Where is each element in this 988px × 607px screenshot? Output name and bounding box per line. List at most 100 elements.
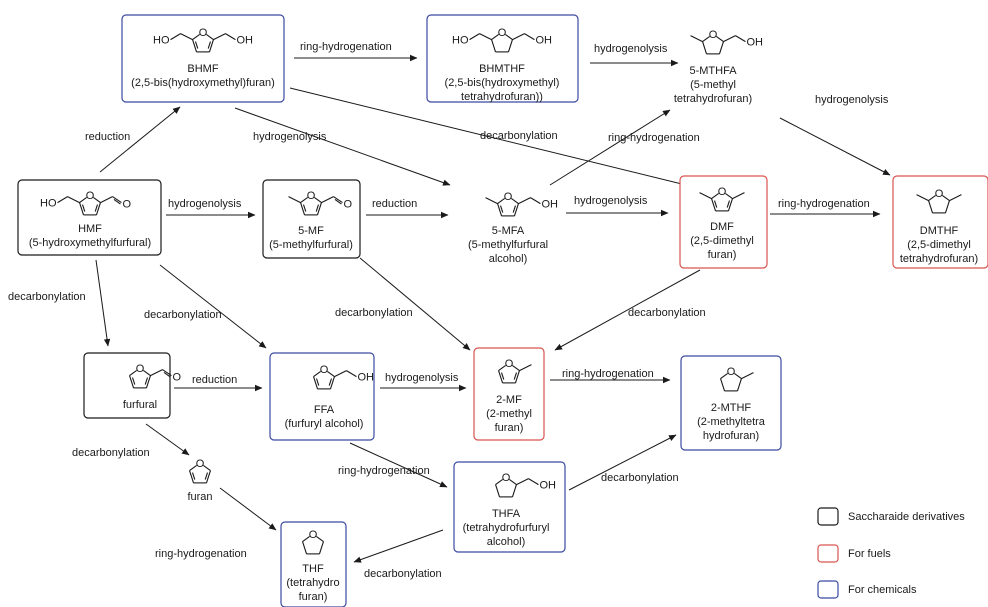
compound-name: furfural [123,399,157,411]
edge-hmf-to-bhmf: reduction [85,106,181,173]
bond [720,378,726,392]
node-box [17,179,162,256]
bond [720,372,728,380]
bond [302,535,310,543]
bond [313,376,319,390]
edge-label: ring-hydrogenation [338,465,430,477]
hydroxyl-label: OH [539,480,556,492]
compound-fullname: (2-methyltetra [697,416,766,428]
edge-furfural-to-furan: decarbonylation [72,423,190,459]
furan-hydroxymethyl-icon: OOH [313,364,374,390]
double-bond [499,205,504,213]
edge-arrow [289,87,691,188]
edge-label: decarbonylation [480,130,558,142]
node-box [679,175,768,269]
edge-thfa-to-thf: decarbonylation [353,529,444,580]
edge-arrow [568,434,677,491]
thf-hydroxymethyl-icon: O OH [495,472,556,498]
edge-mf5-to-mfa: reduction [366,198,449,219]
edge-dmf-to-mf2: decarbonylation [554,269,706,351]
hydroxyl-label: OH [236,35,253,47]
carbonyl-bond [112,196,122,204]
compound-fullname: tetrahydrofuran)) [461,91,543,103]
edge-dmf-to-dmthf: ring-hydrogenation [770,198,881,218]
compound-name: furan [187,491,212,503]
compound-fullname: furan) [708,249,737,261]
edge-bhmf-to-mfa: hydrogenolysis [234,107,451,186]
oh-bond [735,35,746,43]
compound-fullname: (5-methylfurfural) [269,239,353,251]
compound-name: 2-MF [496,394,522,406]
edge-label: reduction [192,374,237,386]
double-bond [194,41,199,49]
ch2-bond [213,33,226,41]
bond [192,33,200,41]
bond [716,35,724,43]
edge-hmf-to-mf5: hydrogenolysis [166,198,256,219]
bond [206,33,214,41]
edge-label: ring-hydrogenation [155,548,247,560]
bond [95,202,101,216]
bond [300,202,306,216]
compound-name: 5-MTHFA [689,65,737,77]
compound-fullname: furan) [299,591,328,603]
bond [316,202,322,216]
compound-name: FFA [314,404,335,416]
compound-fullname: tetrahydrofuran) [900,253,978,265]
node-box [269,352,375,441]
legend-item-fuels: For fuels [817,544,891,563]
bond [928,194,936,202]
compound-name: THF [302,563,324,575]
bond [736,378,742,392]
compound-fullname: (furfuryl alcohol) [285,418,364,430]
bond [498,364,506,372]
bond [314,196,322,204]
node-box [473,347,545,441]
carbonyl-bond [333,196,343,204]
bond [944,200,950,214]
compound-fullname: hydrofuran) [703,430,759,442]
furan-icon: O [189,458,211,484]
edge-mf5-to-mf2: decarbonylation [335,257,471,351]
node-box [121,14,285,103]
bond [203,464,211,472]
edge-mfa-to-dmf: hydrogenolysis [566,195,669,217]
methyl-bond [690,35,703,43]
oh-bond [225,33,236,41]
furan-methyl-aldehyde-icon: OO [288,190,352,216]
legend-label: For fuels [848,548,891,560]
edge-label: hydrogenolysis [385,372,459,384]
hydroxyl-label: OH [535,35,552,47]
edge-hmf-to-furfural: decarbonylation [8,259,111,347]
compound-fullname: (2-methyl [486,408,532,420]
edge-arrow [353,529,444,563]
bond [511,197,519,205]
node-mf5: OO5-MF(5-methylfurfural) [262,179,361,259]
edge-thfa-to-mthf2: decarbonylation [568,434,679,491]
bond [189,470,195,484]
bond [702,41,708,55]
double-bond [726,200,731,208]
edge-label: ring-hydrogenation [778,198,870,210]
ch2-bond [180,33,193,41]
double-bond [500,372,505,380]
bond [93,196,101,204]
edge-arrow [159,264,267,349]
node-box [280,521,347,607]
edge-label: decarbonylation [144,309,222,321]
edge-arrow [554,269,701,351]
compound-name: 5-MFA [492,225,525,237]
double-bond [315,204,320,212]
carbonyl-double-bond [334,198,342,205]
bond [491,39,497,53]
oxygen-atom: O [502,472,511,484]
bond [205,470,211,484]
thf-dimethyl-icon: O [916,188,962,214]
hydroxyl-label: OH [746,37,763,49]
edge-mthfa-to-dmthf: hydrogenolysis [779,94,891,176]
edge-bhmf-to-dmf: decarbonylation [289,87,691,188]
